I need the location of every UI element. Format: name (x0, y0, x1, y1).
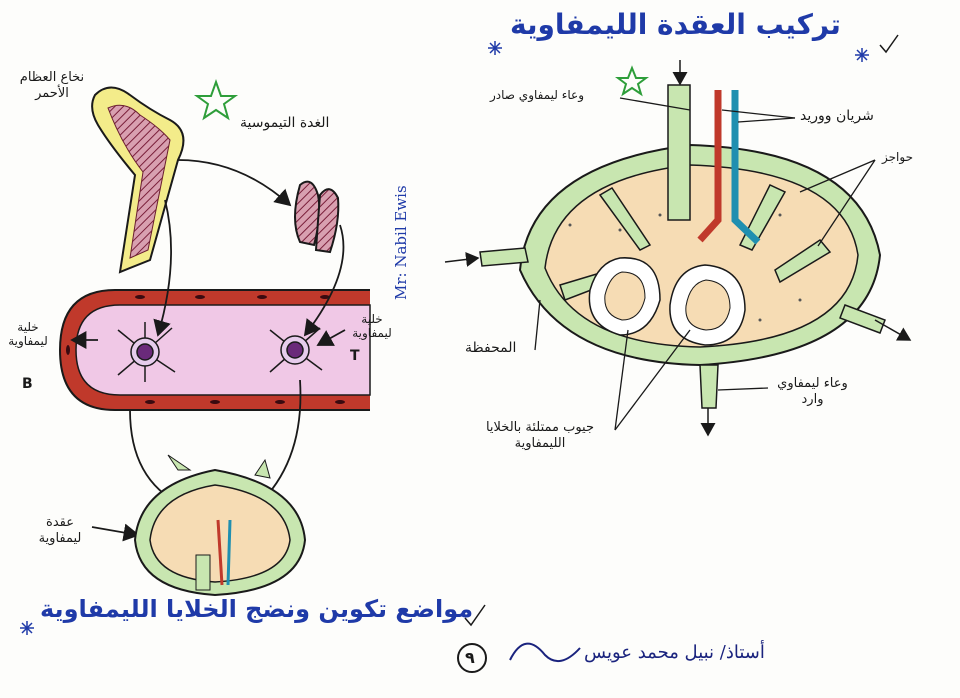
page-number: ٩ (465, 648, 475, 667)
label-b-cell: خلية ليمفاوية (2, 320, 54, 349)
label-afferent-vessel: وعاء ليمفاوي وارد (770, 376, 855, 407)
label-t-letter: T (350, 348, 360, 365)
label-t-cell: خلية ليمفاوية (348, 312, 396, 341)
label-capsule: المحفظة (465, 340, 516, 357)
label-nodules: جيوب ممتلئة بالخلايا الليمفاوية (465, 420, 615, 451)
author-vertical: Mr: Nabil Ewis (392, 185, 410, 300)
label-bone-marrow: نخاع العظام الأحمر (12, 70, 92, 101)
thymus-illustration (295, 182, 338, 252)
signature: أستاذ/ نبيل محمد عويس (584, 642, 765, 664)
signature-mark (510, 644, 580, 661)
label-thymus: الغدة التيموسية (240, 115, 329, 132)
title-formation-sites: مواضع تكوين ونضج الخلايا الليمفاوية (40, 595, 473, 624)
title-lymph-node-structure: تركيب العقدة الليمفاوية (510, 8, 841, 42)
label-septa: حواجز (882, 150, 913, 164)
bone-marrow-illustration (92, 88, 183, 273)
label-efferent-vessel: وعاء ليمفاوي صادر (490, 88, 584, 102)
label-b-letter: B (22, 376, 33, 393)
lymph-nodule-2 (670, 265, 745, 345)
label-lymph-node-small: عقدة ليمفاوية (28, 515, 92, 546)
label-artery-vein: شريان ووريد (800, 108, 874, 125)
lymph-node-large (480, 85, 885, 408)
small-lymph-node (135, 455, 305, 595)
